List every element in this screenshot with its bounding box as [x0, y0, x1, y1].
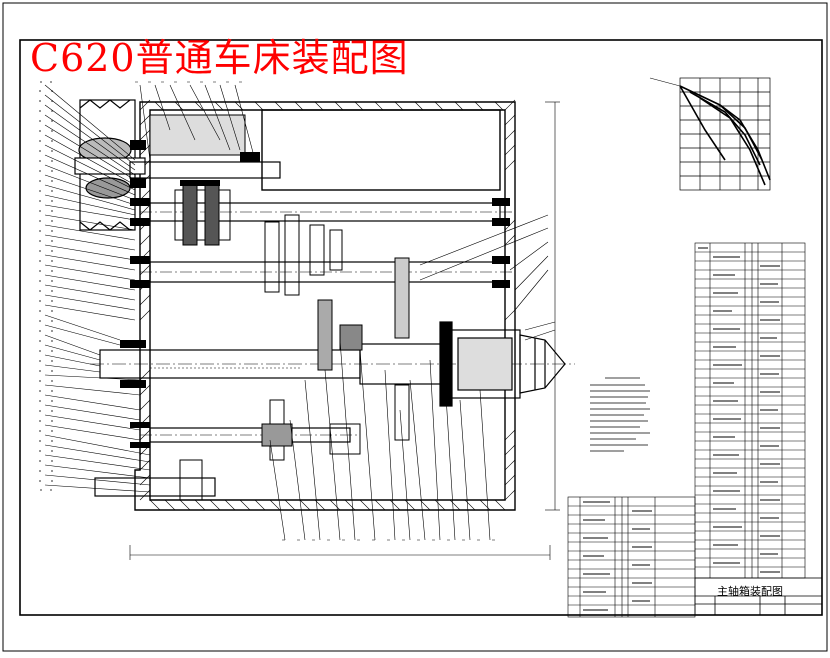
spindle-nose — [439, 321, 566, 407]
technical-notes — [590, 377, 650, 452]
dimension-lines — [129, 101, 560, 560]
housing-hatching — [139, 99, 516, 511]
title-block — [694, 577, 823, 616]
parts-list-bottom — [567, 496, 696, 618]
bearings — [120, 140, 510, 448]
parts-list-right — [694, 242, 806, 579]
leader-lines-top — [135, 81, 256, 161]
drawing-title: C620普通车床装配图 — [30, 36, 409, 80]
leader-lines-right — [419, 214, 556, 341]
inner-frame — [19, 39, 823, 616]
title-block-name: 主轴箱装配图 — [717, 585, 783, 598]
leader-lines-left — [44, 84, 151, 493]
leader-lines-bottom — [269, 339, 500, 541]
speed-diagram — [649, 77, 771, 191]
gears — [149, 114, 410, 501]
